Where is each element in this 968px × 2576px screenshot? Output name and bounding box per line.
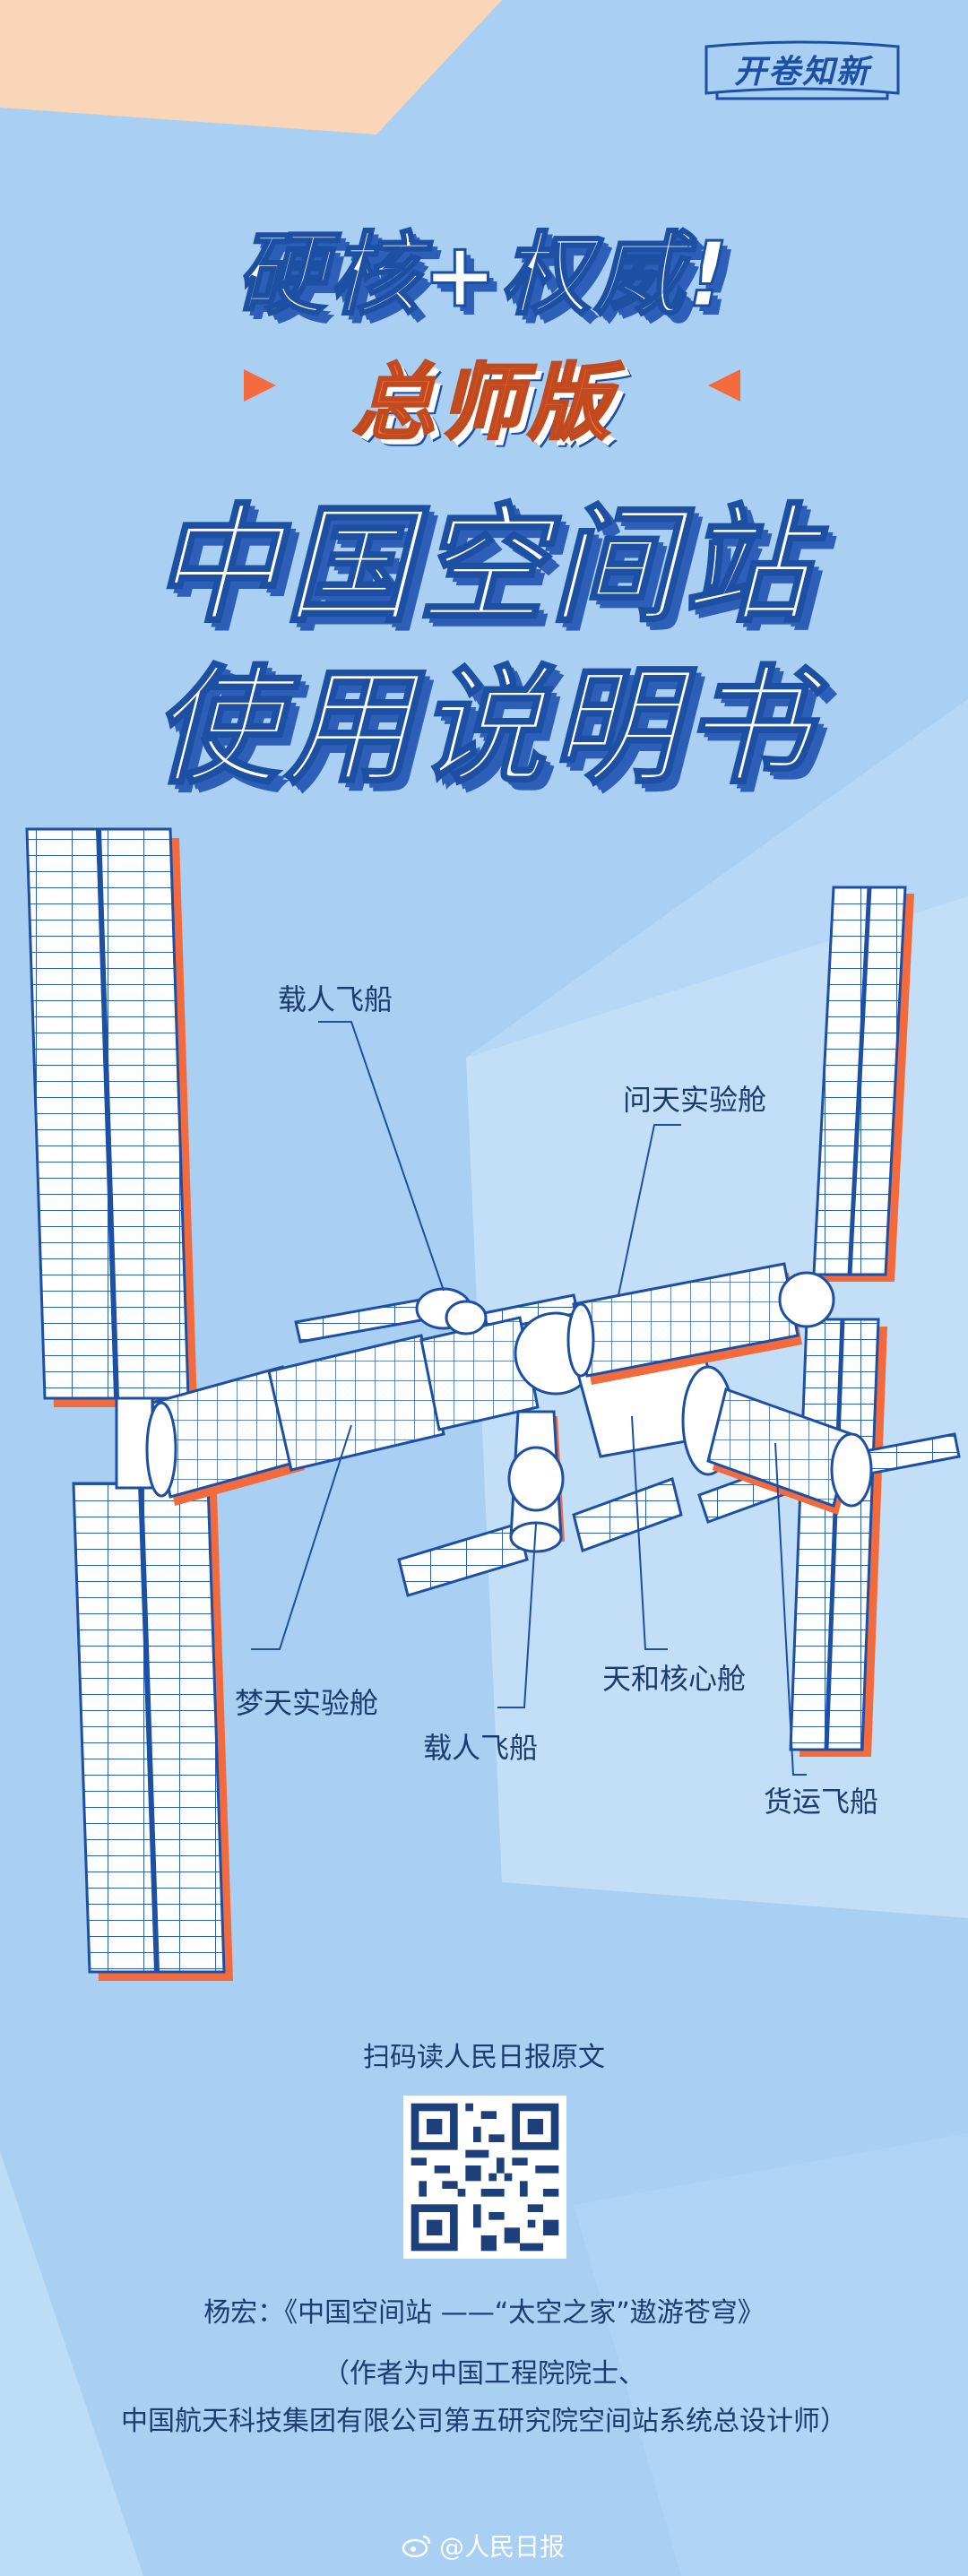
mengtian-module [145,1334,445,1506]
space-station-illustration [25,827,961,1981]
top-crew-ship [415,1287,488,1336]
badge-frame [704,40,900,100]
scan-prompt: 扫码读人民日报原文 [363,2042,605,2073]
headline-chief-designer-edition: 总师版 [350,354,616,453]
qr-code-pattern [403,2096,566,2259]
label-tianhe-module: 天和核心舱 [602,1662,747,1696]
label-crew-ship-bottom: 载人飞船 [423,1731,539,1765]
left-upper-solar-array [25,827,197,1407]
citation-text: 杨宏：《中国空间站 ——“太空之家”遨游苍穹》 [203,2297,765,2329]
watermark-text: @人民日报 [439,2532,566,2562]
bottom-crew-ship [507,1410,565,1553]
label-cargo-ship: 货运飞船 [764,1785,879,1819]
headline-hardcore-authority: 硬核+权威! [235,221,732,329]
left-lower-solar-array [72,1482,233,1981]
headline-china-space-station: 中国空间站 [151,491,816,642]
badge-label: 开卷知新 [733,54,870,91]
kaijuan-zhixin-badge: 开卷知新 [699,38,905,100]
headline-user-manual: 使用说明书 [151,653,816,803]
label-mengtian-module: 梦天实验舱 [235,1686,379,1720]
right-lower-solar-array [789,1318,887,1757]
cargo-ship [706,1387,873,1515]
wentian-module [566,1262,835,1385]
right-triangle-icon [708,369,740,402]
right-upper-solar-array [812,886,914,1282]
weibo-watermark: @人民日报 [402,2528,565,2563]
label-leader-lines [251,1021,807,1776]
left-triangle-icon [244,369,276,402]
author-note-line2: 中国航天科技集团有限公司第五研究院空间站系统总设计师） [121,2406,847,2437]
author-note-line1: （作者为中国工程院院士、 [323,2358,645,2390]
label-crew-ship-top: 载人飞船 [278,982,393,1016]
weibo-icon [402,2535,431,2558]
label-wentian-module: 问天实验舱 [623,1083,767,1117]
qr-code[interactable] [403,2096,566,2259]
